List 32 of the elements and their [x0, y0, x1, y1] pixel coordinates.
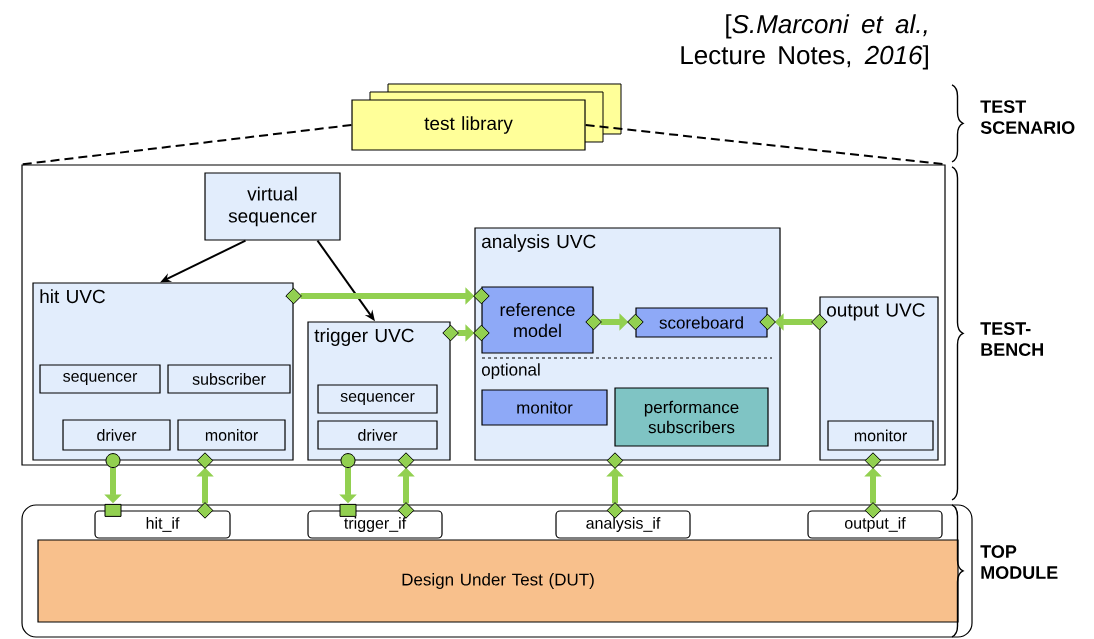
section-label: TEST SCENARIO: [980, 100, 1075, 134]
arrow: [864, 452, 882, 519]
arrow: [339, 453, 357, 517]
component-box: subscriber: [167, 364, 291, 394]
component-box: monitor: [177, 419, 286, 451]
component-box: driver: [62, 419, 171, 451]
section-label: TOP MODULE: [980, 545, 1058, 579]
interface-box: output_if: [807, 510, 943, 539]
citation: [S.Marconi et al., Lecture Notes, 2016]: [681, 14, 928, 70]
component-box: sequencer: [39, 364, 161, 394]
component-box: driver: [317, 420, 438, 450]
arrow: [585, 313, 644, 331]
arrow: [397, 452, 415, 519]
component-box: performance subscribers: [614, 387, 769, 447]
interface-box: analysis_if: [555, 510, 691, 539]
arrow: [606, 452, 624, 519]
component-box: sequencer: [317, 384, 438, 414]
arrow: [442, 324, 490, 342]
interface-box: trigger_if: [307, 510, 443, 539]
arrow: [196, 452, 214, 519]
arrow: [759, 313, 828, 331]
arrow: [285, 287, 490, 305]
component-box: monitor: [481, 389, 608, 426]
section-label: TEST-BENCH: [980, 322, 1043, 356]
component-box: reference model: [481, 286, 594, 354]
dut-box: Design Under Test (DUT): [37, 539, 959, 623]
component-box: monitor: [827, 420, 934, 451]
interface-box: hit_if: [94, 510, 231, 539]
component-box: scoreboard: [635, 307, 768, 338]
arrow: [104, 453, 122, 517]
document-stack: test library: [351, 83, 622, 151]
sequencer-box: virtual sequencer: [204, 172, 341, 241]
